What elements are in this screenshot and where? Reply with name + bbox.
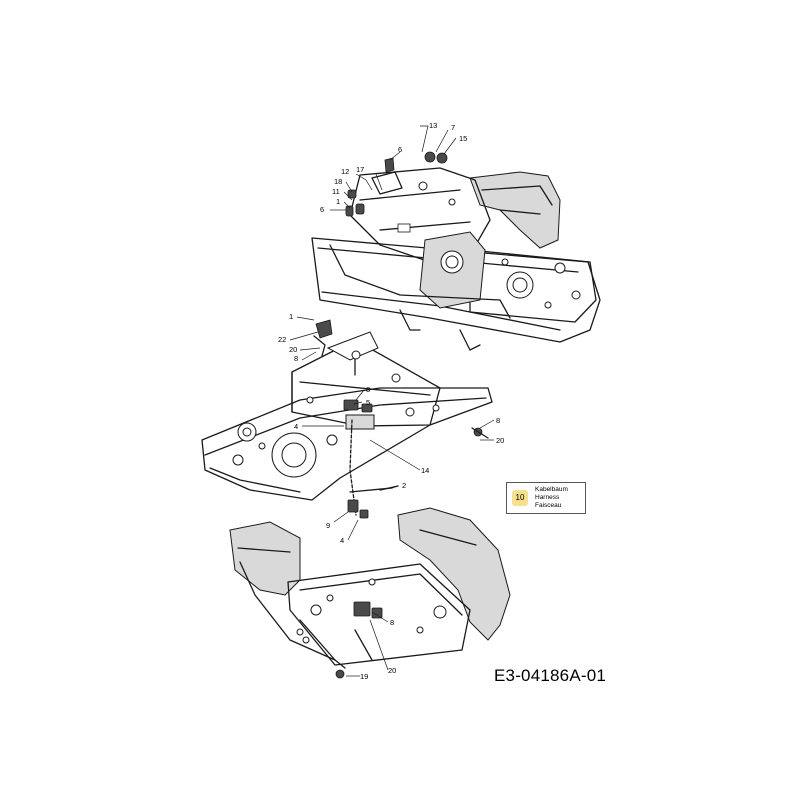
callout-20-right: 20 xyxy=(496,436,504,445)
bottom-frame-assembly xyxy=(229,507,511,679)
callout-17: 17 xyxy=(356,165,364,174)
callout-12: 12 xyxy=(341,167,349,176)
callout-leaders xyxy=(289,125,495,677)
legend-label-en: Harness xyxy=(535,494,560,501)
callout-1-top: 1 xyxy=(336,197,340,206)
callout-19: 19 xyxy=(360,672,368,681)
callout-1-mid: 1 xyxy=(289,312,293,321)
callout-8-mid: 8 xyxy=(294,354,298,363)
callout-6-top: 6 xyxy=(398,145,402,154)
callout-11: 11 xyxy=(332,187,340,196)
harness-legend: 10 Kabelbaum Harness Faisceau xyxy=(506,482,586,514)
callout-18: 18 xyxy=(334,177,342,186)
callout-numbers: 13 7 15 6 12 17 18 11 1 6 1 22 20 8 3 5 … xyxy=(278,121,504,681)
middle-frame-assembly xyxy=(201,319,493,519)
drawing-code: E3-04186A-01 xyxy=(494,666,607,685)
legend-number-badge: 10 xyxy=(512,490,528,506)
callout-20-mid: 20 xyxy=(289,345,297,354)
callout-9: 9 xyxy=(326,521,330,530)
callout-8-right: 8 xyxy=(496,416,500,425)
callout-14: 14 xyxy=(421,466,429,475)
legend-label-fr: Faisceau xyxy=(535,502,562,509)
top-frame-assembly xyxy=(311,151,601,351)
callout-6-left: 6 xyxy=(320,205,324,214)
callout-8-bottom: 8 xyxy=(390,618,394,627)
callout-20-bottom: 20 xyxy=(388,666,396,675)
callout-7: 7 xyxy=(451,123,455,132)
callout-2: 2 xyxy=(402,481,406,490)
callout-3: 3 xyxy=(366,385,370,394)
callout-22: 22 xyxy=(278,335,286,344)
callout-13: 13 xyxy=(429,121,437,130)
callout-4-low: 4 xyxy=(340,536,344,545)
legend-label-de: Kabelbaum xyxy=(535,486,568,493)
callout-15: 15 xyxy=(459,134,467,143)
callout-5: 5 xyxy=(366,398,370,407)
callout-4-mid: 4 xyxy=(294,422,298,431)
